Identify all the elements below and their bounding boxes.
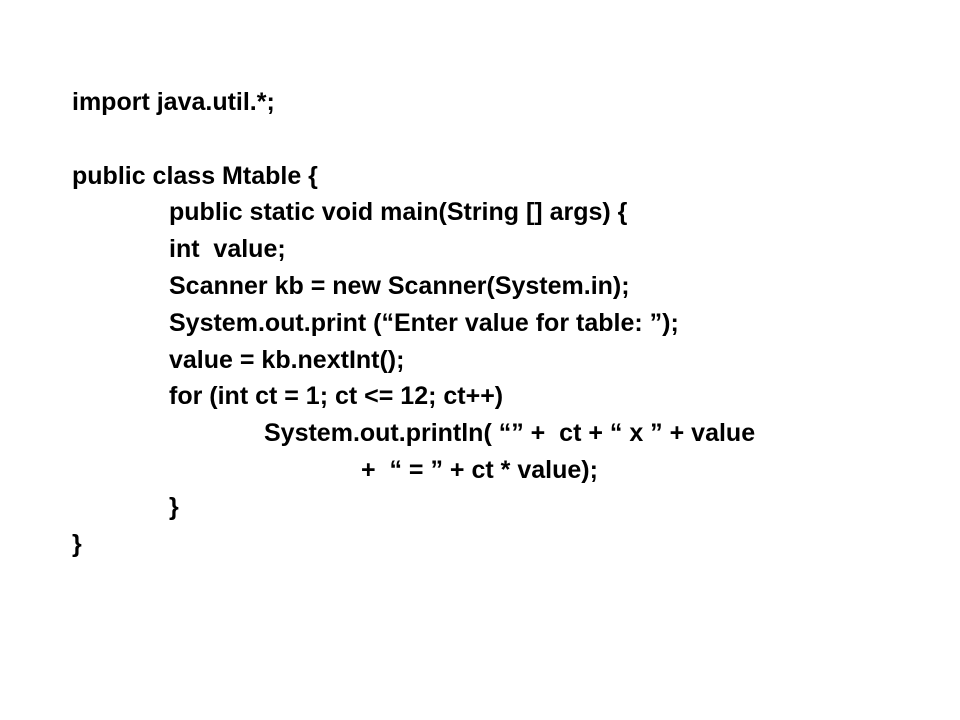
code-block: import java.util.*; public class Mtable … [72,84,755,562]
code-line-scanner: Scanner kb = new Scanner(System.in); [169,271,630,300]
code-line-print-prompt: System.out.print (“Enter value for table… [169,308,679,337]
code-line-variable-declaration: int value; [169,235,286,264]
code-line-class-declaration: public class Mtable { [72,161,318,190]
code-line-main-method: public static void main(String [] args) … [169,198,628,227]
code-line-for-loop: for (int ct = 1; ct <= 12; ct++) [169,382,504,411]
code-line-close-class: } [72,529,82,558]
code-line-println: System.out.println( “” + ct + “ x ” + va… [264,419,756,448]
code-line-read-value: value = kb.nextInt(); [169,345,405,374]
code-line-import: import java.util.*; [72,88,275,116]
code-line-close-method: } [169,492,179,521]
code-line-blank [72,121,755,158]
code-line-println-continuation: + “ = ” + ct * value); [361,455,598,484]
